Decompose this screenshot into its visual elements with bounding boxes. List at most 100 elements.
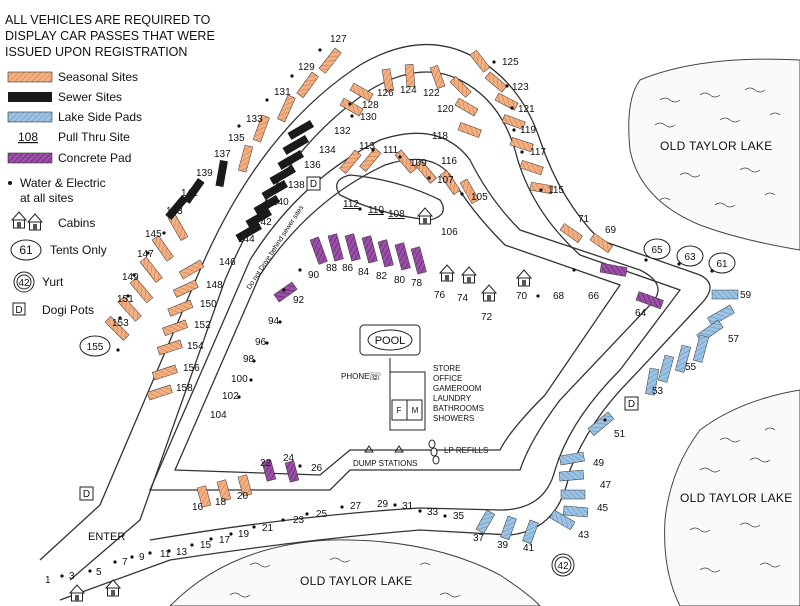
site-140: 140 [272,197,289,208]
notice-line-3: ISSUED UPON REGISTRATION [5,45,187,59]
site-59: 59 [740,290,752,301]
legend-lakeside-swatch [7,111,53,123]
legend-yurt-number: 42 [18,278,30,289]
site-24: 24 [283,453,295,464]
site-26: 26 [311,463,323,474]
site-27: 27 [350,501,362,512]
site-pads [104,47,739,545]
phone-icon: ☏ [368,371,382,383]
legend-concrete-label: Concrete Pad [58,151,131,165]
site-108: 108 [388,209,405,220]
legend-dogi-icon [12,302,26,316]
site-133: 133 [246,114,263,125]
site-23: 23 [293,515,305,526]
site-37: 37 [473,533,485,544]
site-19: 19 [238,529,250,540]
site-119: 119 [520,125,536,136]
site-47: 47 [600,480,612,491]
site-94: 94 [268,316,280,327]
site-141: 141 [181,188,198,199]
phone-label: PHONE [341,372,369,381]
site-11: 11 [160,549,171,560]
notice-text: ALL VEHICLES ARE REQUIRED TO DISPLAY CAR… [5,13,215,59]
restroom-f: F [397,406,402,415]
site-29: 29 [377,499,389,510]
site-5: 5 [96,567,102,578]
site-7: 7 [122,557,128,568]
site-113: 113 [359,141,375,152]
store-line: SHOWERS [433,414,474,423]
site-39: 39 [497,540,509,551]
site-96: 96 [255,337,267,348]
site-137: 137 [214,149,231,160]
site-98: 98 [243,354,255,365]
site-70: 70 [516,291,528,302]
site-154: 154 [187,341,204,352]
legend-dogi-letter: D [15,305,22,316]
notice-line-2: DISPLAY CAR PASSES THAT WERE [5,29,215,43]
roads [39,44,711,601]
legend: Seasonal Sites Sewer Sites Lake Side Pad… [7,70,142,317]
site-80: 80 [394,275,406,286]
site-122: 122 [423,88,440,99]
cabin-icon [439,264,455,282]
dogi-pot-label: D [628,399,635,410]
site-31: 31 [402,501,414,512]
legend-cabin-icon [11,211,43,231]
site-53: 53 [652,386,664,397]
legend-sewer-label: Sewer Sites [58,90,122,104]
legend-seasonal-swatch [7,71,53,83]
site-66: 66 [588,291,600,302]
site-74: 74 [457,293,469,304]
legend-tent-icon [10,239,42,261]
site-130: 130 [360,112,377,123]
store-line: LAUNDRY [433,394,472,403]
legend-water-line1: Water & Electric [20,176,106,190]
lp-tank-icon [428,439,440,465]
site-135: 135 [228,133,245,144]
site-86: 86 [342,263,354,274]
site-102: 102 [222,391,239,402]
lake-top-right [628,58,800,251]
site-35: 35 [453,511,465,522]
cabin-icon [516,269,532,287]
pool-label: POOL [375,335,406,347]
site-17: 17 [219,535,231,546]
site-92: 92 [293,295,305,306]
site-155: 155 [87,342,104,353]
site-151: 151 [117,294,134,305]
site-123: 123 [512,82,529,93]
site-42: 42 [557,561,569,572]
site-15: 15 [200,540,212,551]
legend-tents-label: Tents Only [50,243,107,257]
site-136: 136 [304,160,321,171]
tent-sites: 155 65 63 61 42 [79,238,736,577]
site-63: 63 [684,252,696,263]
enter-label: ENTER [88,531,125,543]
site-90: 90 [308,270,320,281]
site-45: 45 [597,503,609,514]
site-43: 43 [578,530,590,541]
site-3: 3 [69,571,75,582]
dogi-pots: D D D [79,176,639,501]
site-117: 117 [530,147,546,158]
site-149: 149 [122,272,139,283]
site-138: 138 [288,180,305,191]
site-121: 121 [518,104,535,115]
site-116: 116 [441,156,457,167]
site-127: 127 [330,34,347,45]
site-147: 147 [137,249,154,260]
site-55: 55 [685,362,697,373]
legend-concrete-swatch [7,152,53,164]
site-110: 110 [368,205,384,216]
notice-line-1: ALL VEHICLES ARE REQUIRED TO [5,13,211,27]
site-126: 126 [377,88,394,99]
store-line: GAMEROOM [433,384,482,393]
site-88: 88 [326,263,338,274]
legend-dogi-label: Dogi Pots [42,303,94,317]
site-144: 144 [238,234,255,245]
legend-cabins-label: Cabins [58,216,95,230]
site-13: 13 [176,547,188,558]
lake-bottom [169,539,541,606]
lake-label-right: OLD TAYLOR LAKE [680,491,793,505]
